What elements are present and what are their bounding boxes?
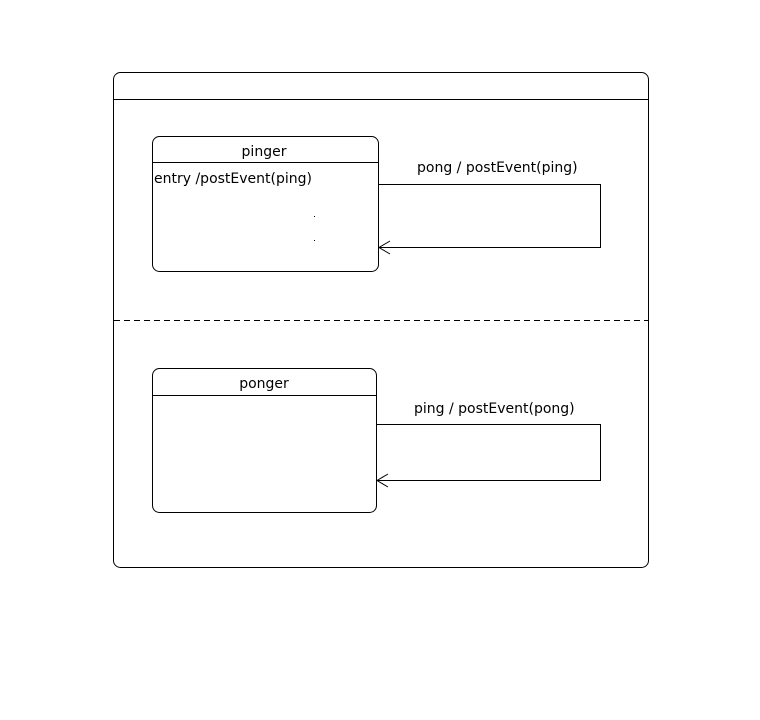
self-transition-pinger-arrowhead: [378, 240, 391, 255]
state-pinger[interactable]: pinger entry /postEvent(ping): [152, 136, 379, 272]
region-ponger: ponger ping / postEvent(pong): [152, 368, 601, 513]
state-ponger-name: ponger: [239, 376, 289, 392]
self-transition-ponger-path: [376, 424, 601, 481]
self-transition-pinger-path: [378, 184, 601, 248]
state-pinger-speck-2: [314, 240, 315, 241]
state-pinger-name: pinger: [242, 144, 287, 160]
self-transition-pinger-label: pong / postEvent(ping): [417, 160, 578, 176]
self-transition-pinger[interactable]: pong / postEvent(ping): [378, 160, 601, 255]
self-transition-ponger[interactable]: ping / postEvent(pong): [376, 401, 601, 488]
state-pinger-entry-action: entry /postEvent(ping): [154, 171, 312, 187]
self-transition-ponger-label: ping / postEvent(pong): [414, 401, 575, 417]
state-ponger-border: [152, 368, 377, 513]
composite-state-border: [113, 72, 649, 568]
region-pinger: pinger entry /postEvent(ping) pong / pos…: [152, 136, 601, 272]
composite-state: [113, 72, 649, 568]
state-ponger[interactable]: ponger: [152, 368, 377, 513]
self-transition-ponger-arrowhead: [376, 473, 389, 488]
state-pinger-border: [152, 136, 379, 272]
state-pinger-speck-1: [314, 216, 315, 217]
